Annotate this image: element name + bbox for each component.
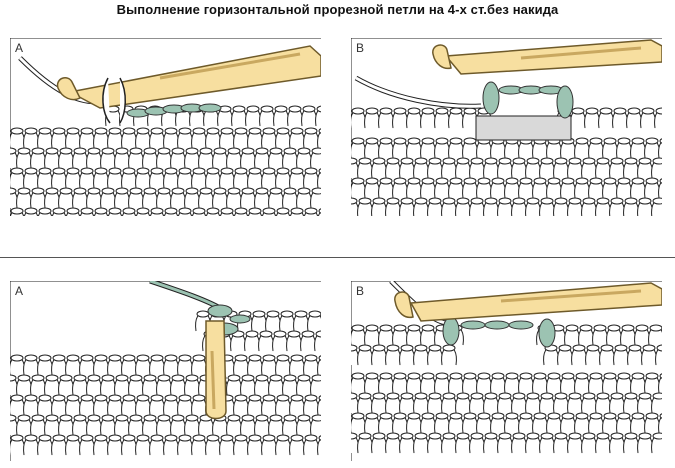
panel-top-left: A [10,38,321,216]
knitted-fabric [10,127,321,216]
page-title: Выполнение горизонтальной прорезной петл… [116,2,559,17]
knitted-fabric-upper [351,107,492,129]
panel-label: B [356,41,365,55]
section-divider [0,257,675,258]
loop-on-hook [102,77,126,124]
buttonhole-gap [475,115,572,141]
panel-label: B [356,284,365,298]
knitted-fabric [351,137,662,216]
crochet-hook [394,282,662,322]
crochet-diagram-top-left [10,38,321,216]
knitted-fabric-upper-right [556,107,662,129]
chain-stitches [126,103,222,118]
chain-stitches [442,316,556,348]
chain-stitches [482,81,574,119]
panel-top-right: B [351,38,662,216]
crochet-hook [205,320,227,420]
knitted-fabric [10,354,321,456]
panel-bottom-right: B [351,281,662,461]
crochet-diagram-bottom-left [10,281,321,461]
panel-label: A [15,284,24,298]
crochet-hook [56,45,321,109]
panel-label: A [15,41,24,55]
panel-bottom-left: A [10,281,321,461]
crochet-diagram-top-right [351,38,662,216]
knitted-fabric [351,372,662,454]
crochet-hook [432,39,662,75]
crochet-diagram-bottom-right [351,281,662,461]
